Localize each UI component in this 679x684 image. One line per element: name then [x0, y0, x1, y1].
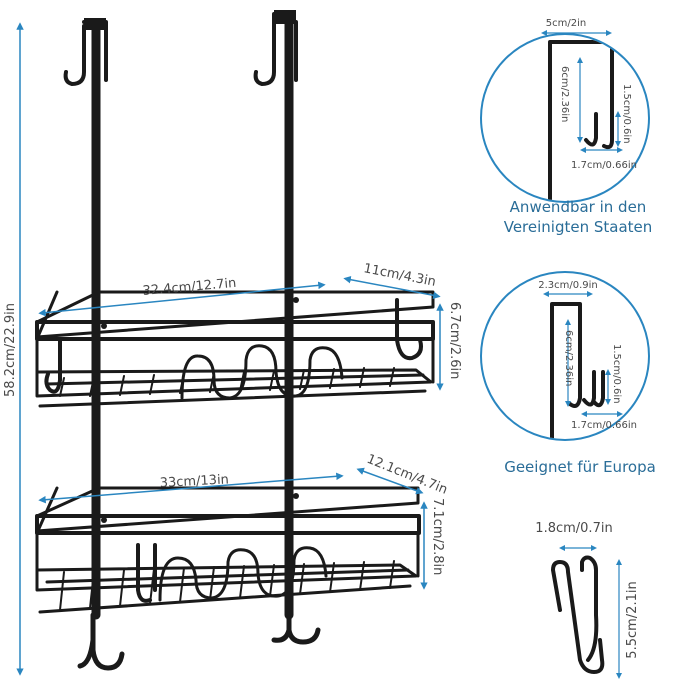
hook-eu-hook-height-label: 1.5cm/0.6in — [611, 344, 622, 404]
lower-width-label: 33cm/13in — [159, 472, 229, 491]
hook-us-caption-line1: Anwendbar in den — [510, 198, 647, 216]
hook-eu-caption: Geeignet für Europa — [504, 458, 656, 476]
hook-us-drop-label: 6cm/2.36in — [559, 66, 570, 122]
hook-us-caption-line2: Vereinigten Staaten — [504, 218, 653, 236]
hook-us-width-label: 5cm/2in — [546, 18, 586, 29]
hook-eu-detail: 2.3cm/0.9in 6cm/2.36in 1.5cm/0.6in 1.7cm… — [480, 271, 650, 441]
total-height-label: 58.2cm/22.9in — [3, 303, 18, 397]
hook-eu-drop-label: 6cm/2.36in — [563, 330, 574, 386]
hook-us-detail: 5cm/2in 6cm/2.36in 1.5cm/0.6in 1.7cm/0.6… — [480, 18, 650, 203]
hook-eu-width-label: 2.3cm/0.9in — [538, 280, 598, 291]
lower-depth-label: 12.1cm/4.7in — [365, 452, 450, 498]
shower-caddy — [35, 10, 435, 671]
upper-height-label: 6.7cm/2.6in — [447, 302, 462, 379]
hook-us-gap-label: 1.7cm/0.66in — [571, 160, 637, 171]
s-hook-width-label: 1.8cm/0.7in — [535, 521, 612, 536]
s-hook — [551, 555, 605, 674]
dimension-lines — [16, 22, 444, 676]
hook-us-hook-height-label: 1.5cm/0.6in — [621, 84, 632, 144]
lower-height-label: 7.1cm/2.8in — [430, 498, 445, 575]
lower-basket — [35, 486, 421, 671]
hook-eu-gap-label: 1.7cm/0.66in — [571, 420, 637, 431]
s-hook-height-label: 5.5cm/2.1in — [625, 581, 640, 658]
upper-depth-label: 11cm/4.3in — [362, 261, 437, 290]
